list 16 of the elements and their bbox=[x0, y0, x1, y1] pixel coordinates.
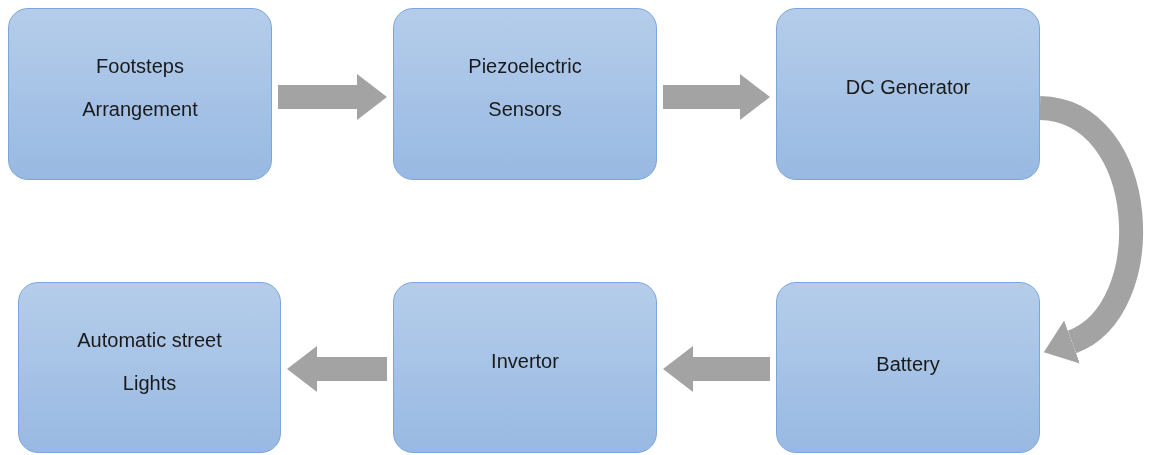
process-box bbox=[393, 282, 657, 453]
block-arrow bbox=[278, 74, 387, 120]
box-label: Invertor bbox=[491, 349, 559, 374]
process-box bbox=[776, 8, 1040, 180]
box-label: Battery bbox=[876, 352, 940, 377]
block-arrow bbox=[287, 346, 387, 392]
box-label: DC Generator bbox=[845, 75, 971, 100]
block-arrow bbox=[663, 74, 770, 120]
box-label: Footsteps Arrangement bbox=[81, 54, 199, 122]
process-box bbox=[393, 8, 657, 180]
process-box bbox=[18, 282, 281, 453]
box-label: Automatic street Lights bbox=[76, 328, 223, 396]
process-box bbox=[8, 8, 272, 180]
process-box bbox=[776, 282, 1040, 453]
block-arrow bbox=[663, 346, 770, 392]
box-label: Piezoelectric Sensors bbox=[467, 54, 583, 122]
